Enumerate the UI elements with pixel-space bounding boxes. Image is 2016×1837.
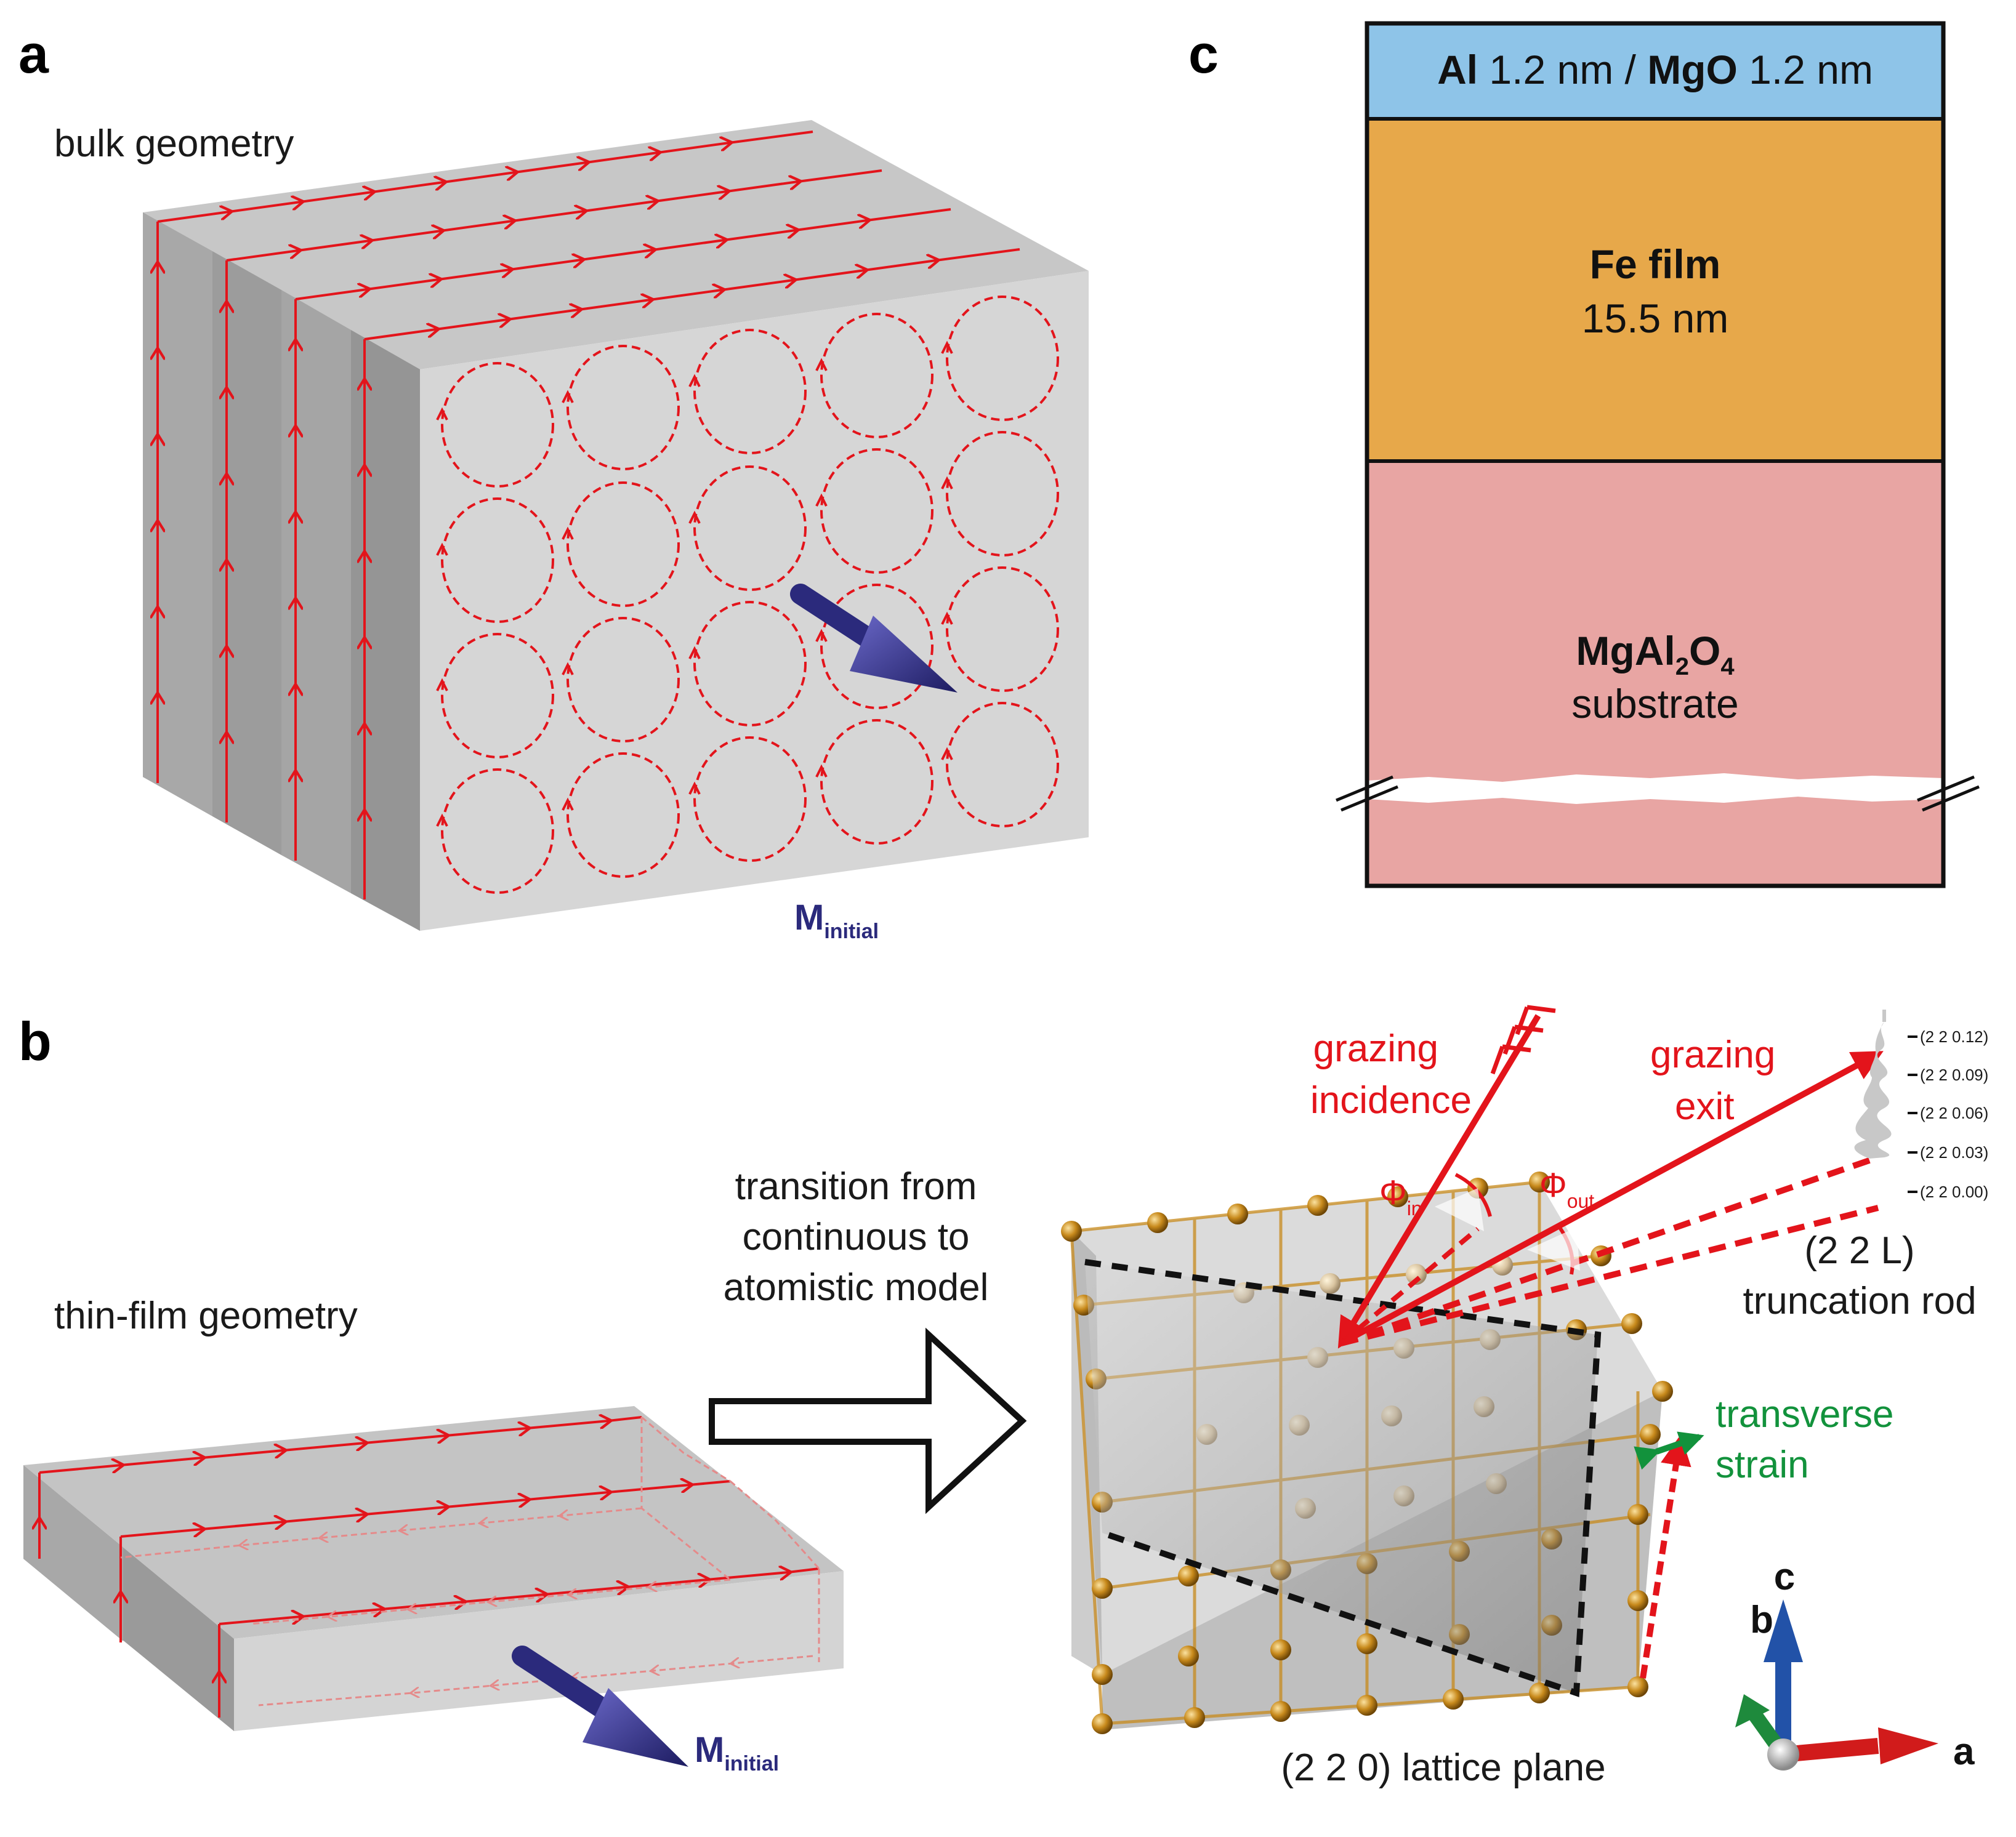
panel-label-b: b (18, 1011, 52, 1072)
axis-label-a: a (1953, 1730, 1975, 1773)
svg-text:transverse: transverse (1716, 1393, 1893, 1436)
cap-layer (1367, 23, 1943, 119)
fe-layer (1367, 119, 1943, 461)
rod-ticks (1908, 1035, 1917, 1193)
svg-text:atomistic model: atomistic model (724, 1266, 989, 1309)
cap-layer-label: Al 1.2 nm / MgO 1.2 nm (1437, 47, 1873, 92)
lattice-plane (1085, 1262, 1598, 1693)
fe-film-name: Fe film (1590, 241, 1721, 287)
exit-beam (1339, 1051, 1884, 1346)
strain-green-arrow (1634, 1431, 1704, 1470)
svg-text:grazing: grazing (1650, 1034, 1775, 1076)
stack-outline (1365, 21, 1946, 888)
thin-film-geometry-title: thin-film geometry (54, 1295, 358, 1337)
moment-label-b: Minitial (695, 1730, 779, 1775)
svg-text:truncation rod: truncation rod (1743, 1280, 1976, 1322)
panel-a: a bulk geometry (18, 23, 1089, 943)
coordinate-axes: a b c (1735, 1556, 1975, 1773)
svg-text:exit: exit (1675, 1085, 1734, 1128)
incidence-beam (1337, 1005, 1556, 1349)
moment-label-a: Minitial (794, 898, 879, 943)
axis-label-c: c (1774, 1556, 1795, 1598)
break-marks (1336, 775, 1980, 812)
lattice-block (1061, 1172, 1673, 1734)
phi-out-label: Φout (1539, 1165, 1594, 1212)
axis-label-b: b (1750, 1599, 1773, 1641)
block-front-face (420, 271, 1089, 931)
strain-red-arrow (1640, 1434, 1691, 1679)
substrate-formula: MgAl2O4 (1576, 628, 1735, 680)
truncation-rod-profile (1854, 1022, 1892, 1159)
phi-in-wedge (1435, 1188, 1484, 1231)
svg-text:strain: strain (1716, 1444, 1809, 1486)
svg-text:continuous to: continuous to (743, 1216, 970, 1258)
phi-in-label: Φin (1379, 1173, 1422, 1220)
vortex-grid (441, 295, 1059, 894)
phi-out-wedge (1527, 1228, 1580, 1271)
strain-label: transverse strain (1716, 1393, 1893, 1486)
panel-label-c: c (1188, 23, 1219, 84)
substrate-word: substrate (1571, 681, 1738, 726)
svg-text:(2 2 L): (2 2 L) (1804, 1229, 1914, 1272)
svg-text:(2 2 0.03): (2 2 0.03) (1920, 1143, 1988, 1162)
svg-text:(2 2 0.12): (2 2 0.12) (1920, 1027, 1988, 1046)
transition-label: transition from continuous to atomistic … (724, 1165, 989, 1309)
moment-arrow-b (512, 1646, 688, 1767)
rod-tick-labels: (2 2 0.12) (2 2 0.09) (2 2 0.06) (2 2 0.… (1920, 1027, 1988, 1201)
svg-text:(2 2 0.06): (2 2 0.06) (1920, 1104, 1988, 1122)
svg-text:grazing: grazing (1313, 1027, 1438, 1070)
svg-text:(2 2 0.09): (2 2 0.09) (1920, 1066, 1988, 1084)
svg-text:(2 2 0.00): (2 2 0.00) (1920, 1183, 1988, 1201)
top-flux-lines (157, 131, 1020, 340)
break-band (1367, 773, 1943, 804)
lattice-plane-outline (1084, 1259, 1602, 1697)
lattice-plane-label: (2 2 0) lattice plane (1281, 1747, 1605, 1789)
panel-b: b thin-film geometry M (18, 1005, 1988, 1789)
panel-c: c Al 1.2 nm / MgO 1.2 nm Fe film 15.5 nm… (1188, 21, 1980, 888)
incidence-label: grazing incidence (1310, 1027, 1472, 1122)
bulk-geometry-title: bulk geometry (54, 123, 294, 165)
substrate-layer (1367, 461, 1943, 886)
side-flux-lines (158, 222, 365, 899)
svg-text:transition from: transition from (735, 1165, 977, 1208)
rod-label: (2 2 L) truncation rod (1743, 1229, 1976, 1322)
fe-film-thickness: 15.5 nm (1582, 295, 1728, 341)
vortex-arrowheads (436, 340, 953, 827)
moment-arrow-a (790, 584, 958, 693)
panel-label-a: a (18, 23, 49, 84)
exit-label: grazing exit (1650, 1034, 1775, 1128)
svg-text:incidence: incidence (1310, 1079, 1472, 1122)
transition-arrow (709, 1327, 1027, 1514)
